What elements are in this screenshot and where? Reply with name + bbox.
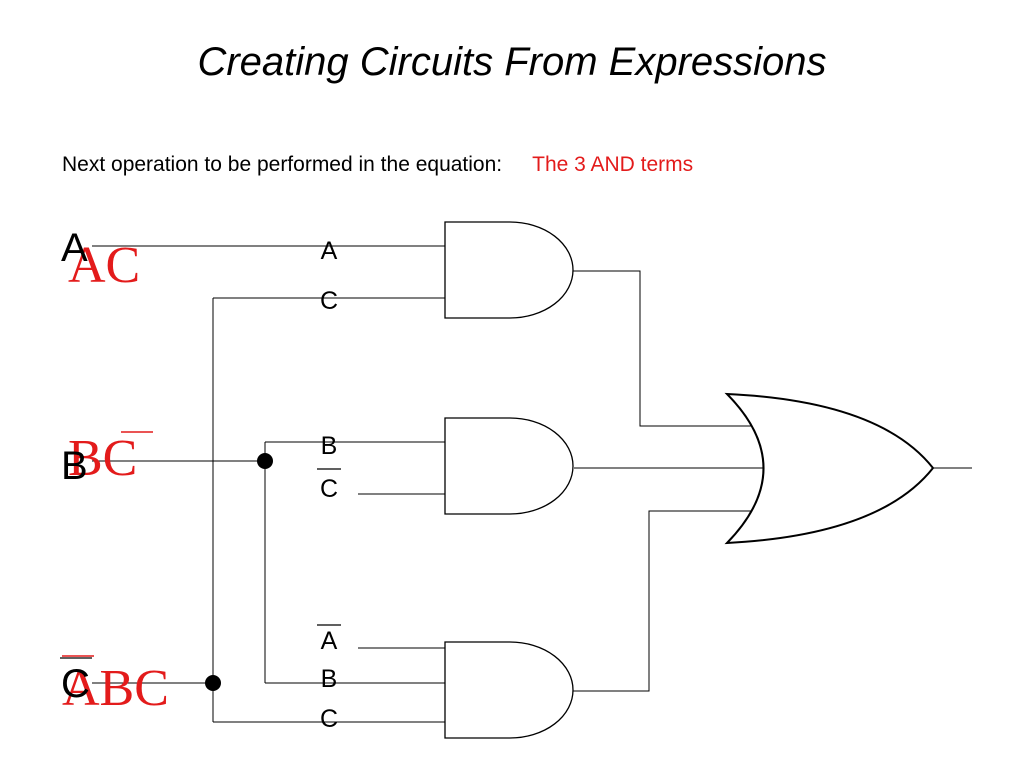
subtitle-highlight: The 3 AND terms	[532, 153, 694, 176]
gate3-label-c: C	[320, 705, 338, 733]
gate2-label-b: B	[321, 432, 338, 460]
gate3-label-abar: A	[321, 627, 338, 655]
term-ac: AC	[68, 237, 140, 294]
junction-dot-b	[257, 453, 273, 469]
input-label-b: B	[61, 444, 88, 488]
junction-dot-c	[205, 675, 221, 691]
wire-gate3-out	[573, 510, 757, 692]
gate3-label-b: B	[321, 665, 338, 693]
wire-gate1-out	[573, 270, 757, 427]
subtitle: Next operation to be performed in the eq…	[62, 153, 693, 177]
or-gate	[724, 392, 935, 545]
term-abc: ABC	[62, 660, 169, 717]
gate1-label-c: C	[320, 287, 338, 315]
page-title: Creating Circuits From Expressions	[197, 40, 827, 84]
and-gate-3	[444, 641, 574, 739]
and-gate-2	[444, 417, 574, 515]
and-gate-1	[444, 221, 574, 319]
subtitle-label: Next operation to be performed in the eq…	[62, 153, 503, 176]
gate1-label-a: A	[321, 237, 338, 265]
wires	[92, 245, 972, 723]
gate2-label-cbar: C	[320, 475, 338, 503]
term-bc: BC	[68, 430, 137, 487]
input-label-a: A	[61, 226, 88, 270]
input-label-c: C	[61, 662, 90, 706]
